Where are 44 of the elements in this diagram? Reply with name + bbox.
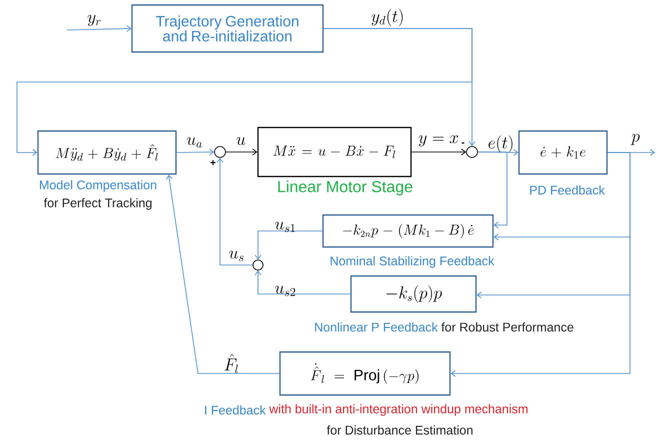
edge-label: $p$ (630, 134, 640, 145)
formula-box: $\dot{\hat{F}}_l = \mathrm{Proj}\left(-\gamma p\right)$ (279, 351, 451, 396)
formula-box: $-k_{2n}p - \left(Mk_1 - B\right)\dot{e}$ (322, 214, 494, 248)
node-caption: Linear Motor Stage (278, 180, 412, 196)
edge-label: $u$ (236, 137, 246, 145)
node-caption: for Robust Performance (441, 322, 574, 332)
node-caption: PD Feedback (530, 185, 605, 195)
arrow (226, 148, 258, 156)
node-caption: Model Compensation (40, 180, 156, 192)
formula-box: $\dot{e} + k_1 e$ (518, 130, 608, 175)
arrow (16, 28, 472, 156)
formula-box: $-k_s(p)p$ (350, 275, 477, 313)
arrow (450, 152, 630, 377)
edge-label: $y_d(t)$ (371, 8, 403, 26)
edge-label: $\hat{F}_l$ (224, 354, 238, 374)
arrow (176, 148, 214, 156)
summing-junction (252, 260, 264, 270)
edge-label: $u_s$ (229, 250, 244, 262)
arrow (216, 158, 253, 266)
sign-label: + (210, 160, 216, 166)
formula-box: $M\ddot{y}_d + B\dot{y}_d + \hat{F}_l$ (37, 130, 177, 175)
node-caption: Nonlinear P Feedback (315, 322, 438, 332)
edge-label: $y=x$ (418, 135, 458, 147)
arrow (254, 230, 323, 260)
summing-junction (466, 146, 478, 158)
edge-label: $u_a$ (186, 137, 202, 148)
sign-label: - (462, 142, 464, 144)
edge-label: $u_{s1}$ (275, 222, 295, 232)
arrow (166, 174, 280, 374)
arrow (66, 25, 132, 32)
edge-label: $e(t)$ (488, 135, 512, 153)
edge-label: $u_{s2}$ (275, 286, 296, 296)
node-caption: for Perfect Tracking (44, 198, 152, 210)
arrow (411, 148, 466, 156)
summing-junction (214, 146, 226, 158)
arrow (478, 152, 508, 228)
node-caption: I Feedback (205, 405, 266, 415)
node-caption: with built-in anti-integration windup mechanism (269, 404, 528, 416)
formula-box: $M\ddot{x} = u - B\dot{x} - F_l$ (257, 126, 412, 178)
arrow (254, 270, 351, 294)
edge-label: $y_r$ (88, 14, 101, 26)
node-caption: Nominal Stabilizing Feedback (330, 256, 494, 268)
process-box: Trajectory Generation and Re-initialization (131, 4, 324, 53)
node-caption: for Disturbance Estimation (326, 425, 472, 435)
